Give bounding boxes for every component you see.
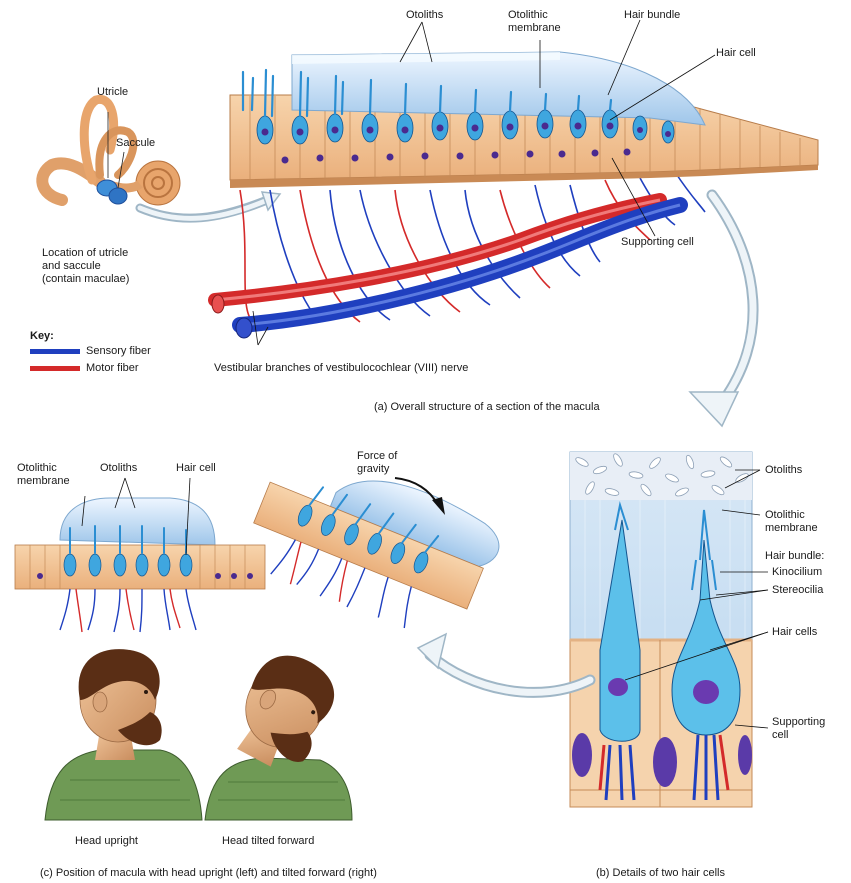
motor-swatch — [30, 366, 80, 371]
macula-upright — [15, 498, 265, 632]
c-otoliths-label: Otoliths — [100, 462, 137, 475]
otoliths-label: Otoliths — [406, 9, 443, 22]
caption-b: (b) Details of two hair cells — [596, 867, 725, 880]
sensory-swatch — [30, 349, 80, 354]
head-tilted-illustration — [205, 643, 352, 820]
key-sensory-label: Sensory fiber — [86, 345, 151, 358]
b-otoliths-label: Otoliths — [765, 464, 802, 477]
caption-c: (c) Position of macula with head upright… — [40, 867, 377, 880]
hair-bundle-label: Hair bundle — [624, 9, 680, 22]
c-hair-cell-label: Hair cell — [176, 462, 216, 475]
hair-cell-detail — [570, 452, 752, 807]
stereocilia-label: Stereocilia — [772, 584, 823, 597]
hair-cell-label: Hair cell — [716, 47, 756, 60]
nerve-bundle — [212, 200, 680, 338]
supporting-cell-label: Supporting cell — [621, 236, 694, 249]
kinocilium-label: Kinocilium — [772, 566, 822, 579]
key-title: Key: — [30, 330, 54, 342]
location-note: Location of utricle and saccule (contain… — [42, 247, 129, 286]
b-otolithic-membrane-label: Otolithic membrane — [765, 509, 818, 535]
macula-section — [212, 52, 818, 338]
arrow-b-to-c — [418, 634, 590, 692]
head-upright-illustration — [45, 649, 202, 820]
arrow-a-to-b — [690, 195, 753, 426]
b-hair-bundle-label: Hair bundle: — [765, 550, 824, 563]
otolithic-membrane-label: Otolithic membrane — [508, 9, 561, 35]
saccule-label: Saccule — [116, 137, 155, 150]
hair-cells-label: Hair cells — [772, 626, 817, 639]
head-tilted-label: Head tilted forward — [222, 835, 314, 848]
key-motor-label: Motor fiber — [86, 362, 139, 375]
head-upright-label: Head upright — [75, 835, 138, 848]
utricle-label: Utricle — [97, 86, 128, 99]
b-supporting-cell-label: Supporting cell — [772, 716, 825, 742]
nerve-label: Vestibular branches of vestibulocochlear… — [214, 362, 468, 375]
c-otolithic-membrane-label: Otolithic membrane — [17, 462, 70, 488]
caption-a: (a) Overall structure of a section of th… — [374, 401, 600, 414]
force-of-gravity-label: Force of gravity — [357, 450, 397, 476]
